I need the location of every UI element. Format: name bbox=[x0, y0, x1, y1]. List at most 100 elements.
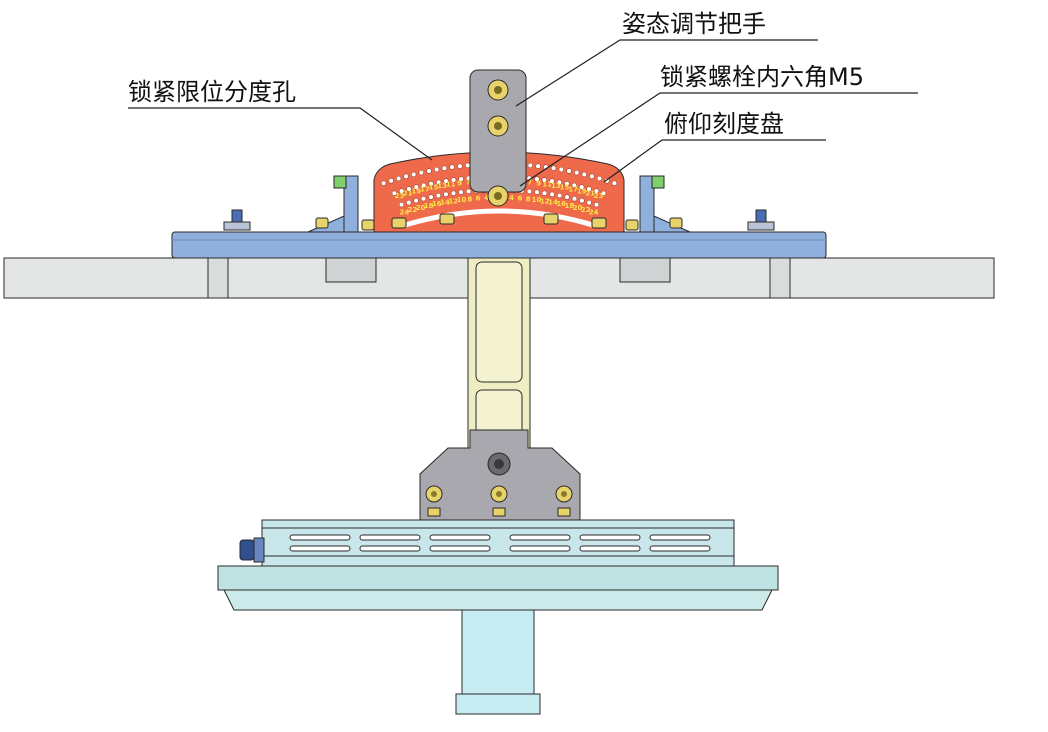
indexing-hole bbox=[527, 162, 533, 169]
indexing-hole bbox=[391, 190, 398, 196]
dial-scale-number: 6 bbox=[476, 195, 481, 203]
indexing-hole bbox=[426, 168, 432, 174]
indexing-hole bbox=[443, 178, 449, 184]
indexing-hole bbox=[586, 186, 592, 192]
label-dial: 俯仰刻度盘 bbox=[664, 110, 784, 138]
dial-scale-number: 24 bbox=[589, 208, 599, 216]
indexing-hole bbox=[458, 189, 464, 195]
dial-scale-number: 22 bbox=[581, 206, 591, 214]
side-knob-icon bbox=[239, 537, 265, 563]
indexing-hole bbox=[564, 194, 570, 200]
indexing-hole bbox=[458, 176, 464, 182]
indexing-hole bbox=[449, 164, 455, 170]
base-plate bbox=[217, 565, 779, 611]
dial-scale-number: 18 bbox=[424, 202, 434, 210]
indexing-hole bbox=[411, 171, 417, 178]
indexing-hole bbox=[574, 169, 580, 176]
indexing-hole bbox=[535, 163, 541, 169]
dial-scale-number: 21 bbox=[403, 190, 413, 198]
indexing-hole bbox=[403, 173, 409, 179]
indexing-hole bbox=[421, 182, 427, 189]
dial-scale-number: 11 bbox=[542, 181, 552, 189]
dial-scale-number: 10 bbox=[457, 196, 467, 204]
indexing-hole bbox=[420, 196, 427, 202]
dial-scale-number: 13 bbox=[551, 182, 561, 190]
indexing-hole bbox=[571, 182, 577, 189]
dial-scale-number: 18 bbox=[565, 202, 575, 210]
indexing-hole bbox=[406, 199, 412, 206]
dial-scale-number: 17 bbox=[568, 185, 578, 193]
indexing-hole bbox=[549, 191, 555, 197]
dial-scale-number: 8 bbox=[467, 195, 472, 203]
indexing-hole bbox=[593, 202, 600, 208]
dial-scale-number: 7 bbox=[527, 178, 532, 186]
indexing-hole bbox=[428, 181, 434, 187]
indexing-hole bbox=[388, 178, 394, 184]
dial-scale-number: 20 bbox=[416, 204, 426, 212]
indexing-hole bbox=[558, 166, 564, 173]
indexing-hole bbox=[450, 190, 457, 196]
indexing-hole bbox=[428, 194, 434, 200]
indexing-hole bbox=[413, 197, 419, 204]
indexing-hole bbox=[398, 202, 405, 208]
indexing-hole bbox=[611, 180, 618, 186]
dial-scale-number: 4 bbox=[509, 194, 514, 202]
indexing-hole bbox=[556, 192, 563, 199]
dial-scale-number: 16 bbox=[432, 200, 442, 208]
indexing-hole bbox=[581, 171, 587, 178]
dial-scale-number: 10 bbox=[532, 196, 542, 204]
indexing-hole bbox=[435, 192, 442, 199]
indexing-hole bbox=[418, 169, 424, 176]
dial-scale-number: 13 bbox=[437, 182, 447, 190]
adjustment-handle bbox=[469, 69, 527, 207]
indexing-hole bbox=[541, 190, 548, 196]
indexing-hole bbox=[556, 179, 563, 186]
indexing-hole bbox=[549, 178, 555, 184]
dial-scale-number: 16 bbox=[556, 200, 566, 208]
indexing-hole bbox=[596, 175, 603, 182]
dial-scale-number: 9 bbox=[536, 179, 541, 187]
dial-scale-number: 24 bbox=[400, 208, 410, 216]
label-bolt: 锁紧螺栓内六角M5 bbox=[660, 63, 864, 91]
indexing-hole bbox=[571, 196, 578, 202]
indexing-hole bbox=[564, 181, 570, 187]
support-pillar bbox=[455, 609, 541, 715]
indexing-hole bbox=[457, 163, 463, 169]
dial-scale-number: 14 bbox=[548, 199, 558, 207]
indexing-hole bbox=[534, 189, 540, 195]
indexing-hole bbox=[380, 180, 387, 186]
indexing-hole bbox=[435, 179, 442, 186]
dial-scale-number: 23 bbox=[395, 192, 405, 200]
dial-scale-number: 9 bbox=[457, 179, 462, 187]
lower-bracket bbox=[419, 429, 581, 521]
indexing-hole bbox=[465, 162, 471, 169]
indexing-hole bbox=[441, 165, 448, 171]
indexing-hole bbox=[586, 199, 592, 206]
dial-scale-number: 8 bbox=[526, 195, 531, 203]
indexing-hole bbox=[443, 191, 449, 197]
dial-scale-number: 17 bbox=[420, 185, 430, 193]
indexing-hole bbox=[600, 190, 607, 196]
indexing-hole bbox=[395, 175, 402, 182]
indexing-hole bbox=[406, 186, 412, 192]
plate-screw-icon bbox=[315, 217, 683, 231]
dial-scale-number: 15 bbox=[560, 183, 570, 191]
dial-scale-number: 22 bbox=[408, 206, 418, 214]
indexing-hole bbox=[526, 188, 533, 195]
dial-scale-number: 12 bbox=[540, 197, 550, 205]
indexing-hole bbox=[413, 184, 419, 190]
dial-scale-number: 7 bbox=[466, 178, 471, 186]
dial-scale-number: 4 bbox=[484, 194, 489, 202]
dial-scale-number: 6 bbox=[517, 195, 522, 203]
dial-scale-number: 23 bbox=[594, 192, 604, 200]
indexing-hole bbox=[465, 188, 472, 195]
bracket-screw-icon bbox=[425, 485, 573, 517]
indexing-hole bbox=[434, 166, 440, 173]
indexing-hole bbox=[589, 173, 595, 179]
dial-scale-number: 14 bbox=[440, 199, 450, 207]
vertical-arm bbox=[467, 253, 531, 455]
indexing-hole bbox=[398, 188, 405, 194]
indexing-hole bbox=[566, 168, 572, 174]
indexing-hole bbox=[534, 176, 540, 182]
